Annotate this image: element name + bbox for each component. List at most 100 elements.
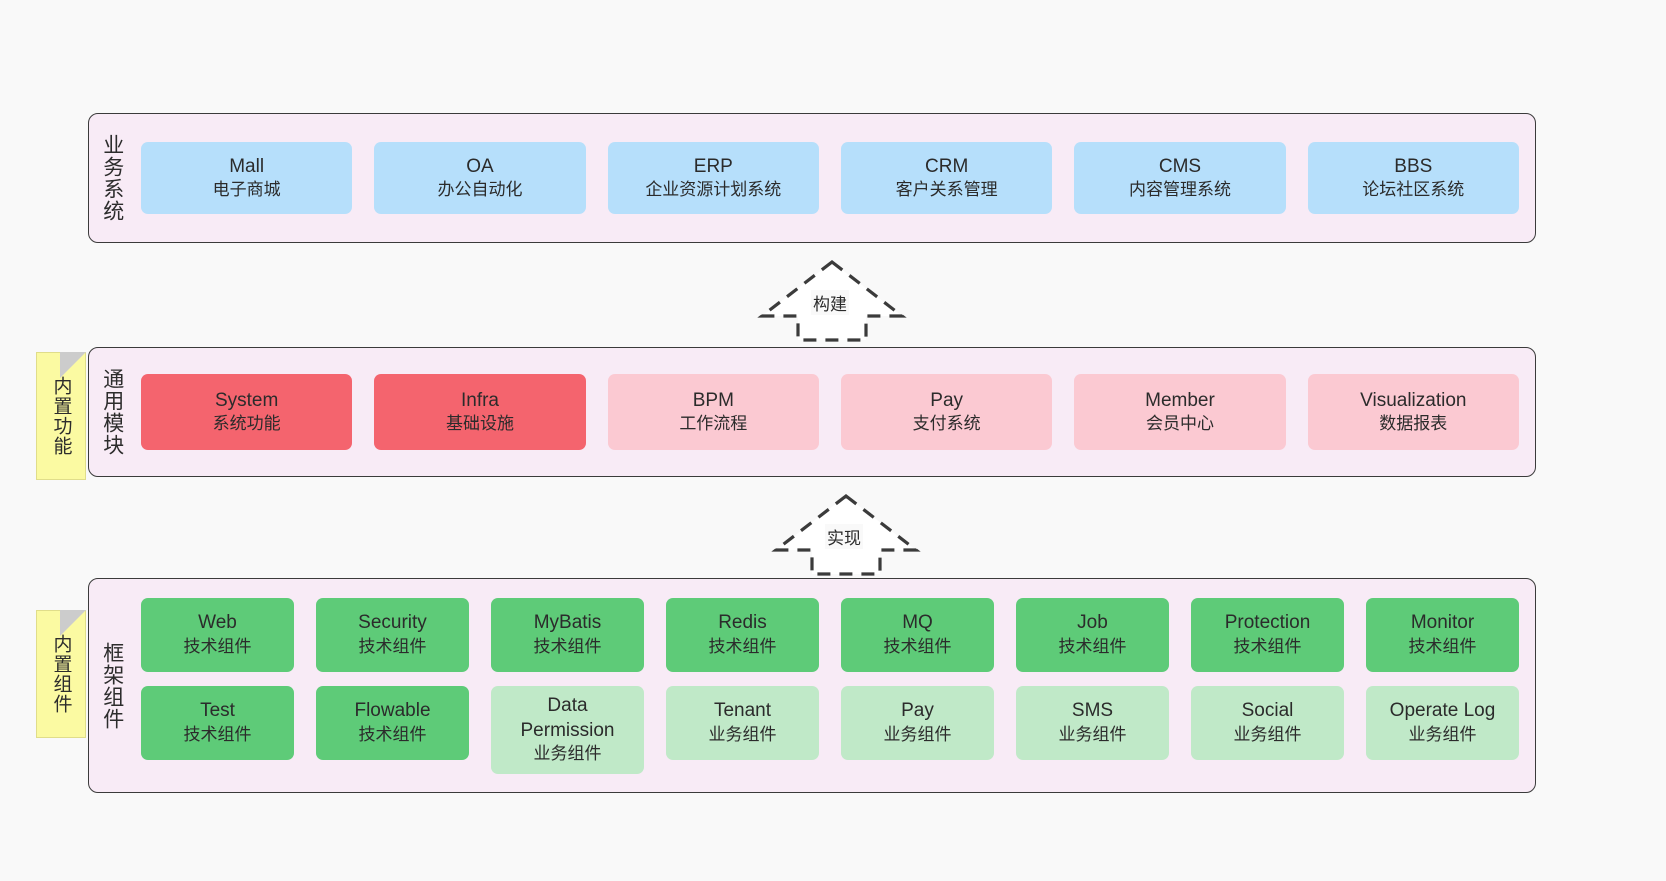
module-card-cms[interactable]: CMS 内容管理系统 [1074,142,1286,214]
component-name: Pay [901,700,934,722]
component-type: 技术组件 [708,636,777,656]
cell-row: Mall 电子商城 OA 办公自动化 ERP 企业资源计划系统 CRM 客户关系… [141,142,1519,214]
component-type: 技术组件 [183,636,252,656]
module-desc: 系统功能 [212,414,281,434]
component-card-security[interactable]: Security 技术组件 [316,597,469,672]
component-card-mybatis[interactable]: MyBatis 技术组件 [491,597,644,672]
module-name: Member [1145,389,1215,411]
component-type: 业务组件 [883,724,952,744]
module-card-pay[interactable]: Pay 支付系统 [840,374,1053,450]
layer-title-framework-components: 框架组件 [100,641,124,730]
layer-title-business-systems: 业务系统 [100,134,124,222]
module-name: Infra [460,389,499,411]
module-card-member[interactable]: Member 会员中心 [1074,374,1286,450]
module-card-oa[interactable]: OA 办公自动化 [374,142,586,214]
component-type: 技术组件 [358,636,427,656]
component-card-social[interactable]: Social 业务组件 [1191,685,1344,760]
component-name: SMS [1071,700,1114,722]
module-card-mall[interactable]: Mall 电子商城 [141,142,353,214]
component-type: 技术组件 [533,636,602,656]
module-name: BBS [1394,155,1433,177]
component-name: Monitor [1410,612,1475,634]
module-desc: 电子商城 [212,180,281,200]
component-card-web[interactable]: Web 技术组件 [141,597,294,672]
sticky-note-text: 内置组件 [50,634,72,714]
component-card-pay[interactable]: Pay 业务组件 [841,685,994,760]
module-name: Pay [930,389,964,411]
module-name: OA [466,155,494,177]
component-name: Social [1241,700,1294,722]
sticky-note-text: 内置功能 [50,376,72,456]
component-type: 业务组件 [1408,724,1477,744]
component-card-flowable[interactable]: Flowable 技术组件 [316,685,469,760]
component-type: 业务组件 [708,724,777,744]
module-desc: 支付系统 [912,414,981,434]
component-type: 技术组件 [883,636,952,656]
component-name: Web [198,612,237,634]
module-desc: 数据报表 [1379,414,1448,434]
module-card-bbs[interactable]: BBS 论坛社区系统 [1307,142,1519,214]
layer-body-framework-components: Web 技术组件 Security 技术组件 MyBatis 技术组件 Redi… [135,579,1535,792]
module-desc: 工作流程 [679,414,748,434]
component-card-protection[interactable]: Protection 技术组件 [1191,597,1344,672]
layer-title-common-modules: 通用模块 [100,368,124,456]
component-type: 技术组件 [1233,636,1302,656]
component-card-job[interactable]: Job 技术组件 [1016,597,1169,672]
module-card-system[interactable]: System 系统功能 [141,374,353,450]
module-desc: 客户关系管理 [895,180,998,200]
component-type: 技术组件 [183,724,252,744]
module-desc: 论坛社区系统 [1362,180,1465,200]
component-name: Data Permission [520,695,615,741]
module-card-erp[interactable]: ERP 企业资源计划系统 [607,142,819,214]
component-name: Protection [1224,612,1311,634]
module-name: ERP [693,155,733,177]
layer-framework-components: 框架组件 Web 技术组件 Security 技术组件 MyBatis 技术组件… [88,578,1536,793]
component-card-mq[interactable]: MQ 技术组件 [841,597,994,672]
component-card-redis[interactable]: Redis 技术组件 [666,597,819,672]
sticky-note-builtin-features: 内置功能 [36,352,86,480]
sticky-note-builtin-components: 内置组件 [36,610,86,738]
component-card-test[interactable]: Test 技术组件 [141,685,294,760]
module-card-bpm[interactable]: BPM 工作流程 [607,374,819,450]
component-card-tenant[interactable]: Tenant 业务组件 [666,685,819,760]
component-type: 业务组件 [1058,724,1127,744]
arrow-build-label: 构建 [811,290,849,315]
component-name: Test [200,700,235,722]
module-desc: 办公自动化 [437,180,523,200]
component-type: 技术组件 [1058,636,1127,656]
module-card-infra[interactable]: Infra 基础设施 [374,374,586,450]
component-card-data-permission[interactable]: Data Permission 业务组件 [491,685,644,774]
cell-row: System 系统功能 Infra 基础设施 BPM 工作流程 Pay 支付系统… [141,374,1519,450]
component-type: 业务组件 [1233,724,1302,744]
component-type: 技术组件 [1408,636,1477,656]
layer-common-modules: 通用模块 System 系统功能 Infra 基础设施 BPM 工作流程 Pay… [88,347,1536,477]
component-name: MQ [902,612,933,634]
cell-row: Test 技术组件 Flowable 技术组件 Data Permission … [141,685,1519,774]
component-name: Job [1077,612,1108,634]
component-name: Security [358,612,427,634]
module-card-crm[interactable]: CRM 客户关系管理 [840,142,1053,214]
component-name: Tenant [713,700,772,722]
component-type: 技术组件 [358,724,427,744]
component-name: Flowable [354,700,431,722]
module-name: CMS [1158,155,1202,177]
module-desc: 会员中心 [1145,414,1214,434]
layer-body-business-systems: Mall 电子商城 OA 办公自动化 ERP 企业资源计划系统 CRM 客户关系… [135,114,1535,242]
component-card-operate-log[interactable]: Operate Log 业务组件 [1366,685,1519,760]
module-name: CRM [925,155,969,177]
module-name: BPM [692,389,734,411]
component-name: Redis [718,612,767,634]
component-card-monitor[interactable]: Monitor 技术组件 [1366,597,1519,672]
cell-row: Web 技术组件 Security 技术组件 MyBatis 技术组件 Redi… [141,597,1519,672]
layer-business-systems: 业务系统 Mall 电子商城 OA 办公自动化 ERP 企业资源计划系统 CRM… [88,113,1536,243]
module-name: Visualization [1360,389,1467,411]
module-desc: 内容管理系统 [1128,180,1231,200]
component-type: 业务组件 [533,743,602,763]
component-name: Operate Log [1389,700,1496,722]
component-card-sms[interactable]: SMS 业务组件 [1016,685,1169,760]
module-name: Mall [229,155,265,177]
module-desc: 企业资源计划系统 [645,180,782,200]
module-desc: 基础设施 [445,414,514,434]
module-card-visualization[interactable]: Visualization 数据报表 [1307,374,1519,450]
